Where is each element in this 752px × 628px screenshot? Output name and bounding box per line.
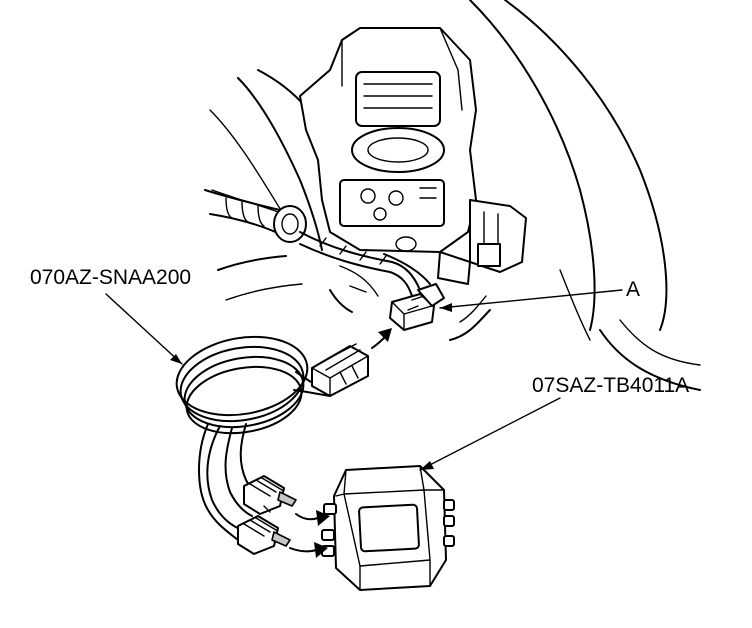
insertion-arrows: [289, 328, 392, 558]
label-tool-cable: 070AZ-SNAA200: [30, 266, 192, 289]
label-connector-a: A: [626, 278, 641, 301]
plug-upper: [243, 475, 297, 515]
tester-box: [321, 465, 455, 591]
leader-lines: [105, 289, 623, 471]
vehicle-harness: [204, 189, 445, 331]
test-plugs: [237, 475, 297, 555]
plug-lower: [237, 515, 291, 555]
dashboard-background: [209, 0, 701, 391]
label-tester: 07SAZ-TB4011A: [532, 374, 690, 397]
